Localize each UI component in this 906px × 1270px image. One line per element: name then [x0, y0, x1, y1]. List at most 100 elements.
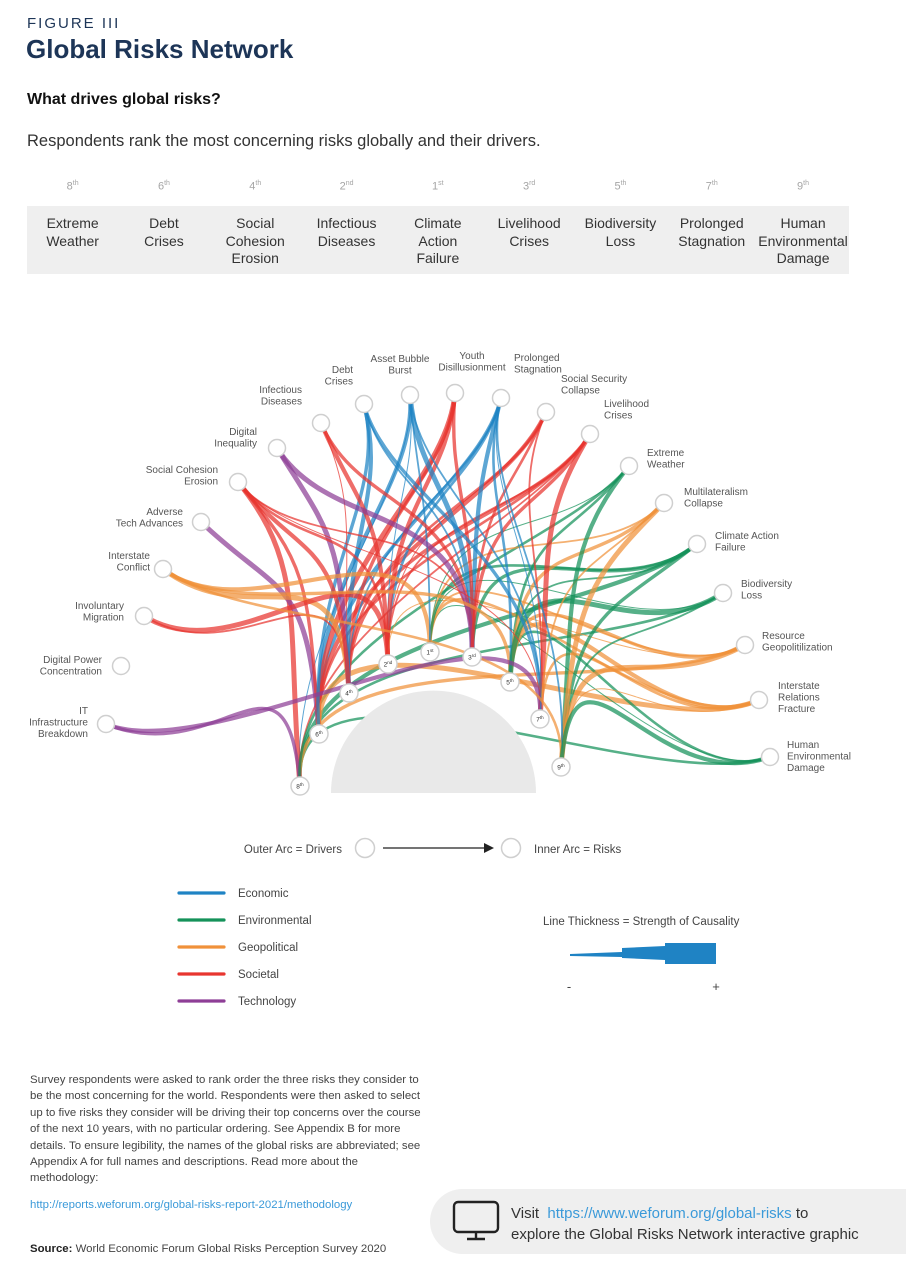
link-resource-geopolitilization-to-human-environmental-damage	[558, 642, 748, 770]
driver-node-circle[interactable]	[400, 385, 420, 405]
driver-node-circle[interactable]	[491, 388, 511, 408]
driver-node-circle[interactable]	[191, 512, 211, 532]
driver-node-circle[interactable]	[749, 690, 769, 710]
driver-node-circle[interactable]	[267, 438, 287, 458]
risk-node-human-environmental-damage[interactable]: 9th	[551, 757, 571, 777]
intro-text: Respondents rank the most concerning ris…	[27, 132, 541, 150]
driver-node-circle[interactable]	[760, 747, 780, 767]
risk-node-circle[interactable]	[551, 757, 571, 777]
risk-node-circle[interactable]	[420, 642, 440, 662]
risk-node-rank: 2nd	[384, 660, 393, 669]
link-livelihood-crises-to-extreme-weather	[298, 433, 591, 787]
driver-node-circle[interactable]	[445, 383, 465, 403]
driver-node-circle[interactable]	[96, 714, 116, 734]
risk-node-climate-action-failure[interactable]: 1st	[420, 642, 440, 662]
visit-banner[interactable]: Visit https://www.weforum.org/global-ris…	[430, 1189, 906, 1254]
driver-node-circle[interactable]	[311, 413, 331, 433]
risk-node-infectious-diseases[interactable]: 2nd	[378, 654, 398, 674]
driver-node-circle[interactable]	[687, 534, 707, 554]
driver-node-circle[interactable]	[354, 394, 374, 414]
link-it-infrastructure-breakdown-to-prolonged-stagnation	[103, 656, 543, 734]
driver-node-circle[interactable]	[713, 583, 733, 603]
risk-node-rank: 9th	[557, 763, 565, 772]
risk-node-circle[interactable]	[309, 724, 329, 744]
risk-node-debt-crises[interactable]: 6th	[309, 724, 329, 744]
driver-node-circle[interactable]	[134, 606, 154, 626]
risk-node-circle[interactable]	[290, 776, 310, 796]
link-human-environmental-damage-to-human-environmental-damage	[558, 700, 773, 770]
risk-node-circle[interactable]	[530, 709, 550, 729]
driver-node-circle[interactable]	[536, 402, 556, 422]
rank-suffix: th	[711, 180, 718, 187]
driver-node-circle[interactable]	[228, 472, 248, 492]
legend-thickness-label: Line Thickness = Strength of Causality	[543, 916, 740, 928]
rank-suffix: th	[620, 180, 627, 187]
risk-node-circle[interactable]	[378, 654, 398, 674]
risk-node-biodiversity-loss[interactable]: 5th	[500, 672, 520, 692]
risk-node-livelihood-crises[interactable]: 3rd	[462, 647, 482, 667]
visit-url[interactable]: https://www.weforum.org/global-risks	[547, 1205, 792, 1222]
driver-node-circle[interactable]	[153, 559, 173, 579]
risk-node-circle[interactable]	[500, 672, 520, 692]
legend-inner-node	[500, 837, 522, 859]
risk-node-circle[interactable]	[462, 647, 482, 667]
risk-node-circle[interactable]	[339, 683, 359, 703]
risk-node-prolonged-stagnation[interactable]: 7th	[530, 709, 550, 729]
link-livelihood-crises-to-prolonged-stagnation	[537, 431, 593, 722]
rank-number: 6	[157, 180, 165, 193]
rank-number: 2	[339, 180, 346, 193]
risk-node-social-cohesion-erosion[interactable]: 4th	[339, 683, 359, 703]
visit-line2: explore the Global Risks Network interac…	[511, 1226, 859, 1243]
driver-node-circle[interactable]	[111, 656, 131, 676]
link-debt-crises-to-social-cohesion-erosion	[345, 401, 373, 696]
rank-ordinal: 3rd	[484, 180, 575, 193]
driver-node-circle[interactable]	[735, 635, 755, 655]
methodology-link[interactable]: http://reports.weforum.org/global-risks-…	[30, 1199, 353, 1211]
rank-suffix: th	[164, 180, 170, 187]
driver-node-circle[interactable]	[654, 493, 674, 513]
driver-node-circle[interactable]	[580, 424, 600, 444]
thickness-scale-icon	[570, 943, 716, 964]
legend-label-societal: Societal	[238, 969, 279, 981]
legend-label-geopolitical: Geopolitical	[238, 942, 298, 954]
risk-node-extreme-weather[interactable]: 8th	[290, 776, 310, 796]
legend-label-environmental: Environmental	[238, 915, 312, 927]
driver-node-circle[interactable]	[619, 456, 639, 476]
